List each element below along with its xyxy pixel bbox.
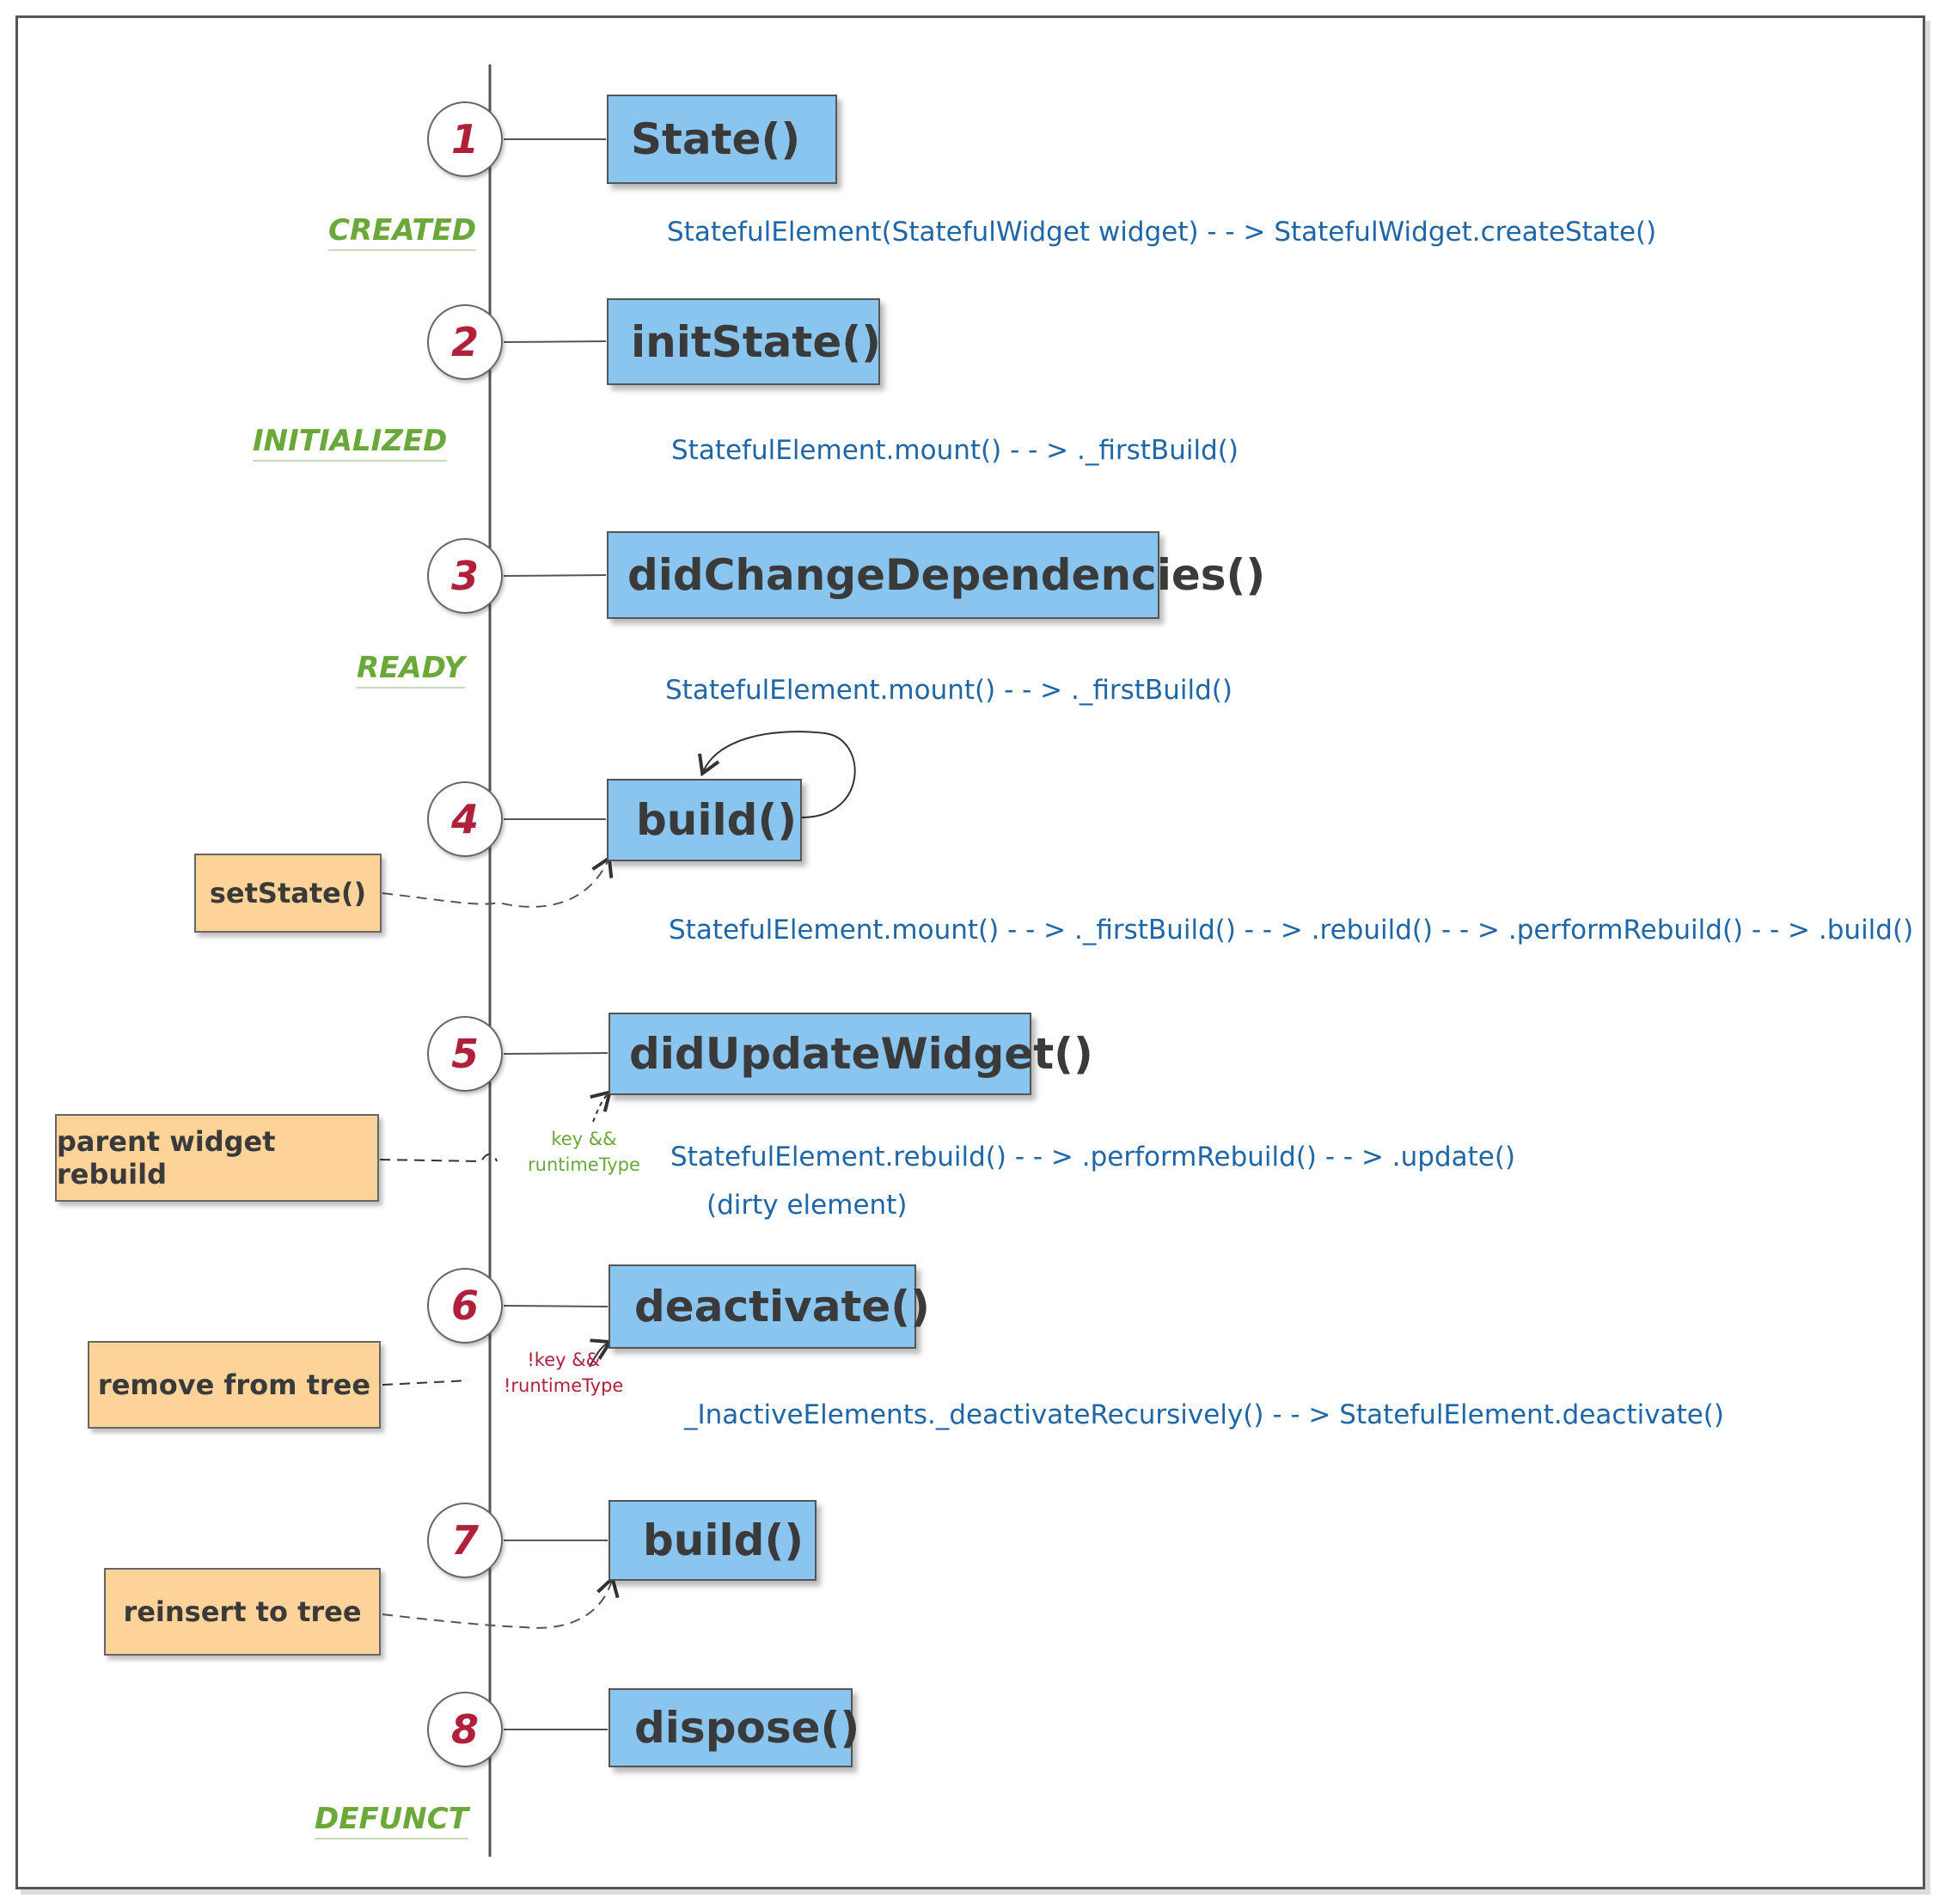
- not-key-arrow: [589, 1338, 614, 1368]
- reinsert-to-tree-trigger: reinsert to tree: [104, 1568, 381, 1656]
- build-loop-arrow: [698, 731, 856, 818]
- didchangedependencies-call-chain: StatefulElement.mount() - - > ._firstBui…: [665, 675, 1232, 706]
- step-8: 8: [427, 1692, 503, 1767]
- build-method-box: build(): [607, 779, 802, 861]
- step-4: 4: [427, 781, 503, 857]
- setstate-trigger: setState(): [194, 854, 382, 933]
- build-call-chain: StatefulElement.mount() - - > ._firstBui…: [669, 915, 1914, 946]
- connector-5: [503, 1052, 609, 1055]
- build-again-method-box: build(): [609, 1500, 817, 1581]
- dirty-element-note: (dirty element): [706, 1190, 908, 1221]
- key-condition-line2: runtimeType: [528, 1154, 640, 1175]
- key-runtimetype-arrow: [590, 1089, 613, 1123]
- key-condition-line1: key &&: [551, 1129, 617, 1149]
- step-1: 1: [427, 101, 503, 177]
- deactivate-call-chain: _InactiveElements._deactivateRecursively…: [684, 1399, 1724, 1430]
- dispose-method-box: dispose(): [609, 1688, 859, 1767]
- parent-rebuild-line: [379, 1153, 498, 1163]
- reinsert-arrow: [382, 1575, 620, 1629]
- connector-6: [503, 1305, 609, 1307]
- deactivate-method-box: deactivate(): [609, 1264, 930, 1349]
- remove-from-tree-line: [382, 1380, 469, 1386]
- not-key-condition-line2: !runtimeType: [504, 1375, 624, 1396]
- step-5: 5: [427, 1016, 503, 1092]
- didupdatewidget-call-chain: StatefulElement.rebuild() - - > .perform…: [670, 1142, 1516, 1172]
- state-initialized-label: INITIALIZED: [253, 424, 448, 462]
- step-7: 7: [427, 1503, 503, 1578]
- state-created-label: CREATED: [328, 213, 477, 251]
- setstate-arrow: [382, 854, 614, 908]
- step-2: 2: [427, 304, 503, 380]
- not-key-runtimetype-condition: !key && !runtimeType: [504, 1347, 623, 1399]
- initstate-call-chain: StatefulElement.mount() - - > ._firstBui…: [671, 435, 1239, 466]
- initstate-method-box: initState(): [607, 298, 881, 385]
- parent-widget-rebuild-trigger: parent widget rebuild: [55, 1114, 379, 1202]
- connector-3: [503, 574, 607, 577]
- state-defunct-label: DEFUNCT: [315, 1802, 468, 1840]
- key-runtimetype-condition: key && runtimeType: [528, 1126, 640, 1178]
- remove-from-tree-trigger: remove from tree: [88, 1341, 381, 1429]
- didupdatewidget-method-box: didUpdateWidget(): [609, 1013, 1093, 1095]
- state-method-box: State(): [607, 95, 837, 184]
- create-state-call-chain: StatefulElement(StatefulWidget widget) -…: [667, 217, 1657, 248]
- not-key-condition-line1: !key &&: [527, 1350, 600, 1370]
- step-3: 3: [427, 538, 503, 614]
- step-6: 6: [427, 1268, 503, 1344]
- state-ready-label: READY: [357, 651, 465, 689]
- didchangedependencies-method-box: didChangeDependencies(): [607, 531, 1265, 619]
- connector-2: [503, 340, 607, 343]
